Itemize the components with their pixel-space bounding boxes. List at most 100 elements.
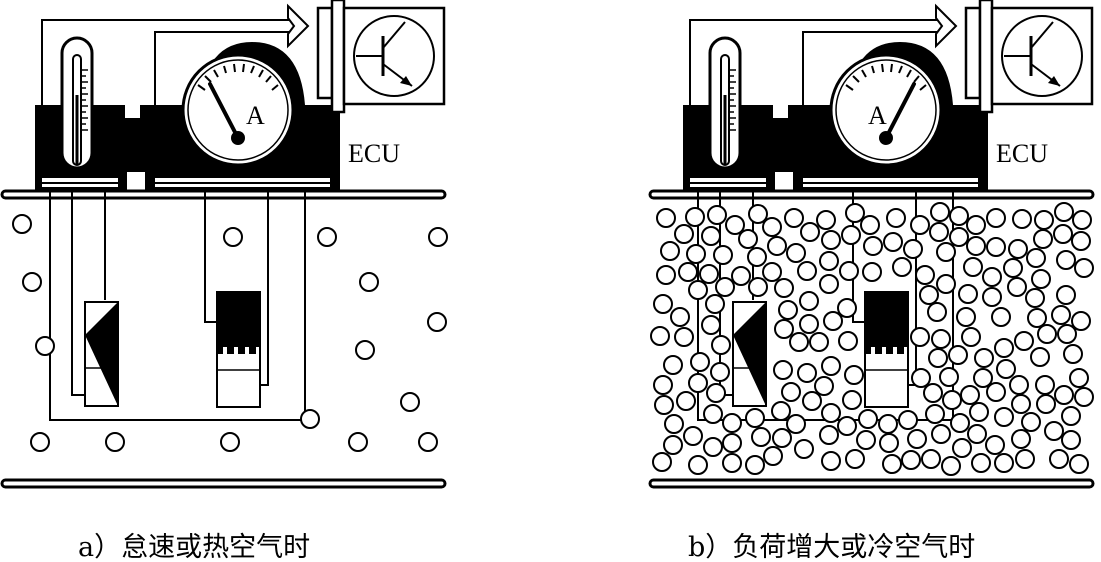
air-molecule	[929, 222, 949, 242]
air-molecule	[748, 277, 768, 297]
air-molecule	[841, 225, 861, 245]
air-molecule	[705, 294, 725, 314]
air-molecule	[845, 203, 865, 223]
air-molecule	[845, 449, 865, 469]
air-molecule	[799, 314, 819, 334]
air-molecule	[30, 432, 50, 452]
air-molecule	[762, 217, 782, 237]
air-molecule	[699, 264, 719, 284]
air-molecule	[821, 356, 841, 376]
ammeter-needle	[884, 82, 916, 140]
air-molecule	[678, 262, 698, 282]
air-molecule	[745, 455, 765, 475]
air-molecule	[22, 272, 42, 292]
air-molecule	[713, 245, 733, 265]
air-molecule	[819, 251, 839, 271]
air-molecule	[862, 262, 882, 282]
air-molecule	[715, 277, 735, 297]
air-molecule	[664, 414, 684, 434]
ammeter-symbol: A	[246, 101, 265, 130]
air-molecule	[925, 404, 945, 424]
air-molecule	[942, 390, 962, 410]
air-molecule	[974, 348, 994, 368]
air-molecule	[751, 427, 771, 447]
air-molecule	[725, 215, 745, 235]
air-molecule	[1015, 449, 1035, 469]
air-molecule	[707, 205, 727, 225]
air-molecule	[956, 307, 976, 327]
air-molecule	[786, 414, 806, 434]
air-molecule	[35, 336, 55, 356]
air-molecule	[1012, 209, 1032, 229]
air-molecule	[784, 208, 804, 228]
air-molecules-sparse	[12, 214, 448, 452]
air-molecule	[1069, 368, 1089, 388]
air-molecule	[952, 438, 972, 458]
air-molecule	[958, 284, 978, 304]
air-molecule	[971, 453, 991, 473]
air-molecule	[653, 294, 673, 314]
air-molecule	[1069, 454, 1089, 474]
air-molecule	[676, 391, 696, 411]
air-molecule	[994, 338, 1014, 358]
air-molecule	[809, 332, 829, 352]
air-molecule	[799, 291, 819, 311]
air-molecule	[821, 403, 841, 423]
air-molecule	[842, 390, 862, 410]
air-molecule	[892, 257, 912, 277]
ecu-label: ECU	[348, 139, 400, 168]
air-molecule	[786, 243, 806, 263]
air-molecule	[1074, 387, 1094, 407]
air-molecule	[961, 327, 981, 347]
air-molecule	[701, 315, 721, 335]
air-molecule	[963, 257, 983, 277]
air-molecule	[819, 425, 839, 445]
air-molecule	[931, 424, 951, 444]
air-molecule	[738, 229, 758, 249]
air-molecule	[1061, 430, 1081, 450]
air-molecule	[879, 433, 899, 453]
air-molecule	[1034, 210, 1054, 230]
air-molecule	[1031, 269, 1051, 289]
air-molecule	[654, 395, 674, 415]
air-molecule	[1071, 311, 1091, 331]
air-molecule	[701, 226, 721, 246]
air-molecule	[844, 365, 864, 385]
air-molecule	[771, 401, 791, 421]
air-molecule	[789, 332, 809, 352]
air-molecule	[663, 435, 683, 455]
air-molecule	[317, 227, 337, 247]
air-molecule	[105, 432, 125, 452]
air-molecule	[816, 210, 836, 230]
air-molecule	[781, 382, 801, 402]
air-molecule	[763, 446, 783, 466]
air-molecule	[778, 300, 798, 320]
air-molecule	[774, 319, 794, 339]
air-molecule	[982, 267, 1002, 287]
air-molecule	[722, 453, 742, 473]
air-molecule	[745, 408, 765, 428]
air-molecule	[656, 265, 676, 285]
air-molecule	[706, 383, 726, 403]
air-molecule	[400, 392, 420, 412]
air-molecules-dense	[650, 202, 1094, 476]
air-molecule	[690, 352, 710, 372]
air-molecule	[837, 416, 857, 436]
air-molecule	[748, 204, 768, 224]
air-molecule	[12, 214, 32, 234]
air-molecule	[418, 432, 438, 452]
sensor-housing	[0, 0, 447, 489]
air-molecule	[348, 432, 368, 452]
air-molecule	[973, 368, 993, 388]
air-molecule	[686, 244, 706, 264]
air-molecule	[797, 363, 817, 383]
panel-a: A ECU a）怠速或热空气时	[0, 0, 448, 562]
caption-a: a）怠速或热空气时	[78, 532, 310, 562]
air-molecule	[703, 437, 723, 457]
air-molecule	[949, 206, 969, 226]
air-molecule	[986, 382, 1006, 402]
air-molecule	[797, 261, 817, 281]
air-molecule	[1025, 288, 1045, 308]
air-molecule	[823, 311, 843, 331]
air-molecule	[428, 227, 448, 247]
